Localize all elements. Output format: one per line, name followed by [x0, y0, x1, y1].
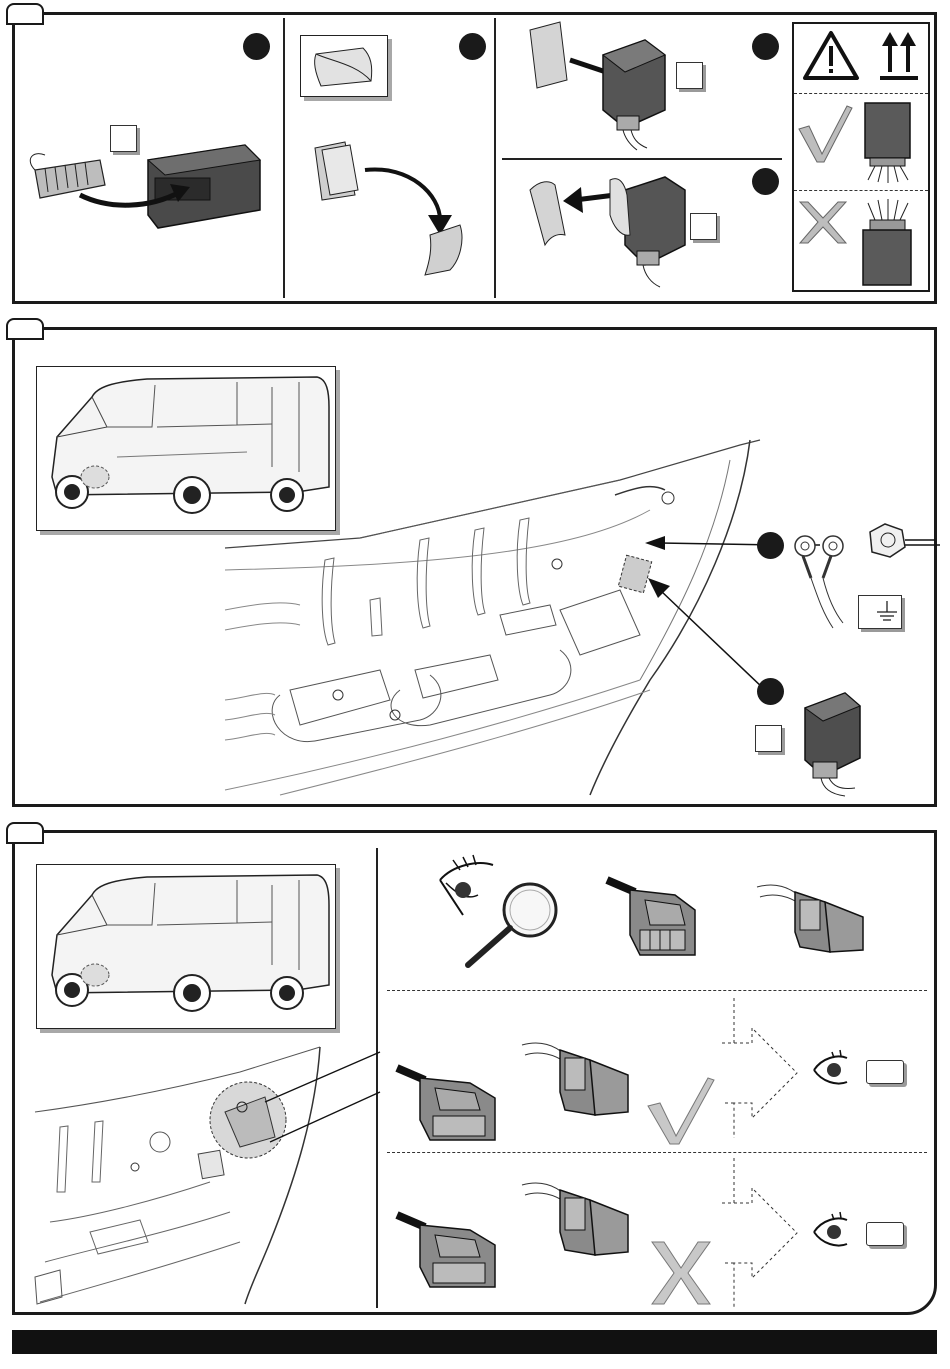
connector-male-illustration [520, 1170, 630, 1265]
dashed-divider [387, 1152, 927, 1153]
dashed-divider [387, 990, 927, 991]
dashed-divider [794, 93, 928, 94]
peel-detail-inset [300, 35, 388, 97]
connector-male-illustration [520, 1030, 630, 1125]
stick-module-illustration [525, 20, 725, 140]
eye-icon [812, 1050, 852, 1090]
dashed-divider [794, 190, 928, 191]
eye-icon [812, 1212, 852, 1252]
step-dot [243, 33, 270, 60]
this-side-up-icon [880, 32, 920, 82]
cargo-floor-detail-illustration [30, 1042, 375, 1307]
cross-icon [798, 200, 848, 245]
van-location-inset [36, 864, 336, 1029]
divider [283, 18, 285, 298]
module-upright-illustration [860, 100, 920, 185]
divider [502, 158, 782, 160]
peel-backing-illustration [300, 140, 480, 280]
module-illustration [795, 688, 875, 798]
warning-triangle-icon [803, 30, 859, 82]
earth-label-box [858, 595, 902, 629]
nut-icon [860, 522, 920, 572]
step-dot [757, 532, 784, 559]
cross-icon [650, 1240, 712, 1306]
label-box [755, 725, 782, 752]
footer-bar [12, 1330, 937, 1354]
connector-female-illustration [395, 1205, 505, 1290]
step-tab-2 [6, 318, 44, 340]
step-tab-1 [6, 3, 44, 25]
magnifier-icon [460, 880, 570, 970]
divider [376, 848, 378, 1308]
divider [494, 18, 496, 298]
label-box [866, 1222, 904, 1246]
step-tab-3 [6, 822, 44, 844]
step-dot [459, 33, 486, 60]
dashed-funnel [722, 998, 812, 1138]
step-dot [752, 33, 779, 60]
dashed-funnel [722, 1158, 812, 1308]
connector-female-illustration [605, 870, 705, 960]
label-box [866, 1060, 904, 1084]
plug-to-module-illustration [30, 140, 280, 260]
earth-ground-icon [859, 596, 903, 630]
connector-male-illustration [755, 872, 865, 962]
check-icon [797, 104, 853, 164]
connector-female-illustration [395, 1058, 505, 1143]
ring-terminal-icon [793, 528, 853, 638]
check-icon [646, 1076, 716, 1146]
remove-pad-illustration [525, 165, 725, 295]
module-inverted-illustration [860, 195, 920, 290]
step-dot [752, 168, 779, 195]
step-dot [757, 678, 784, 705]
